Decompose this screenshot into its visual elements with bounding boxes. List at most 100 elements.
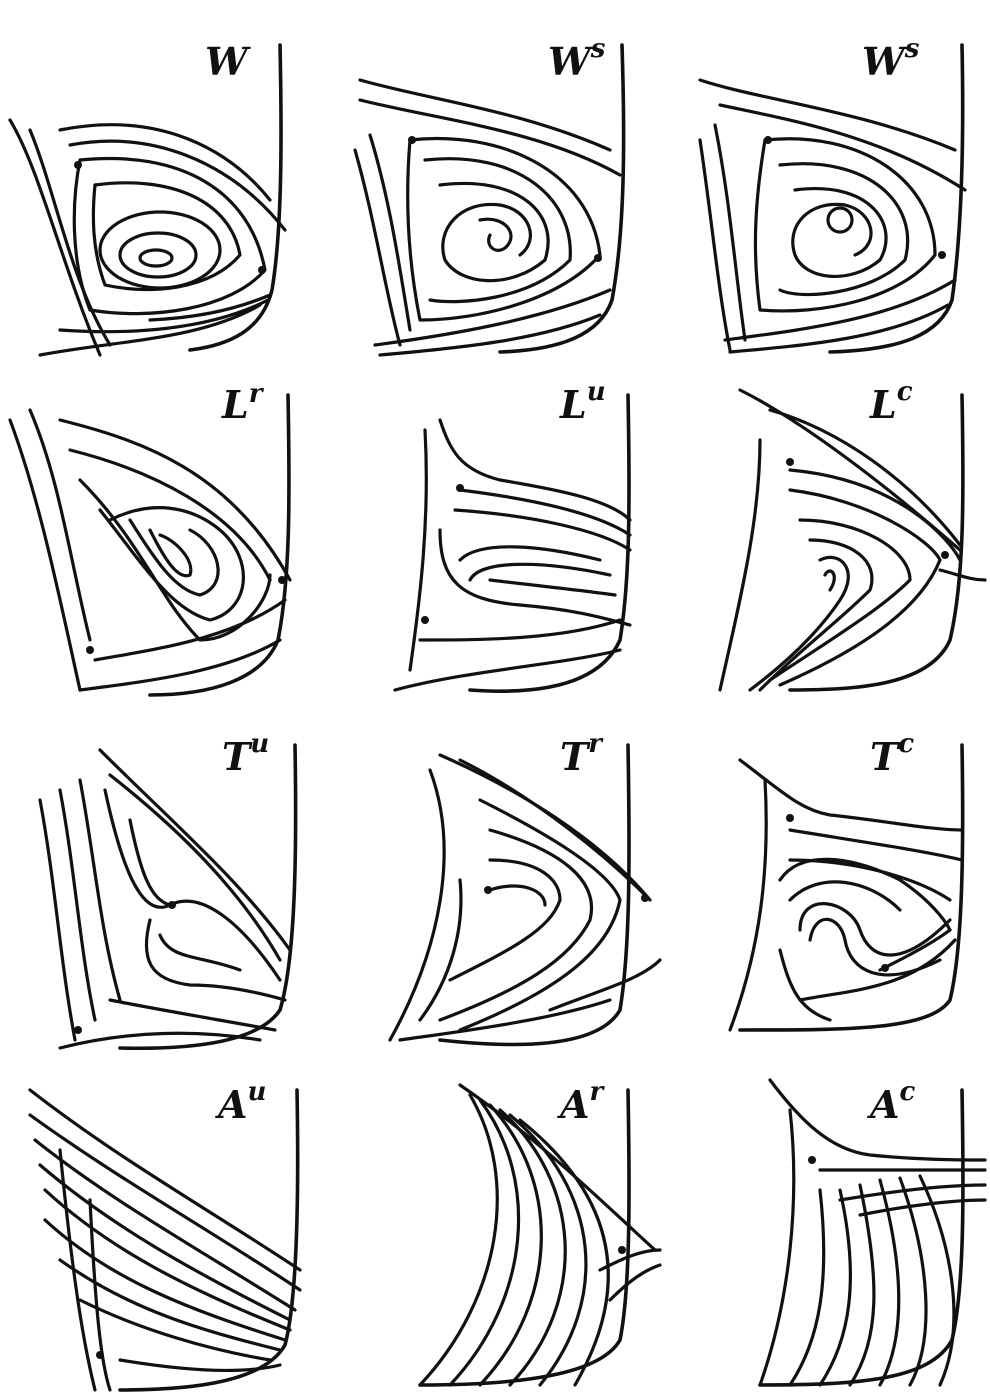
panel-label-ws-b: Ws: [862, 34, 920, 84]
ridge-line: [440, 830, 592, 1020]
panel-ws-a: Ws: [355, 34, 624, 355]
delta-point: [456, 484, 464, 492]
ridge-line: [80, 640, 280, 690]
delta-point: [808, 1156, 816, 1164]
panel-label-tu: Tu: [222, 729, 269, 779]
delta-point: [594, 254, 602, 262]
panel-label-lr: Lr: [221, 379, 265, 427]
panel-label-au: Au: [215, 1077, 266, 1127]
finger-border-line: [470, 395, 629, 691]
delta-point: [408, 136, 416, 144]
ridge-line: [860, 1200, 985, 1215]
ridge-line: [760, 1110, 794, 1385]
ridge-line: [825, 571, 834, 590]
ridge-line: [720, 440, 760, 690]
ridge-line: [800, 940, 955, 1000]
ridge-line: [450, 1100, 519, 1385]
ridge-line: [780, 950, 830, 1020]
panel-label-lu: Lu: [559, 377, 606, 427]
ridge-line: [160, 935, 240, 970]
ridge-line: [380, 315, 600, 355]
ridge-line: [420, 620, 620, 640]
ridge-line: [790, 882, 900, 910]
ridge-line: [700, 80, 955, 150]
delta-point: [641, 894, 649, 902]
ridge-line: [900, 1178, 926, 1385]
delta-point: [618, 1246, 626, 1254]
panel-label-ws-a: Ws: [548, 34, 606, 84]
ridge-line: [790, 1190, 824, 1385]
ridge-line: [440, 755, 650, 900]
delta-point: [941, 551, 949, 559]
finger-border-line: [440, 745, 629, 1045]
panel-ar: Ar: [420, 1077, 660, 1385]
ridge-line: [110, 775, 280, 960]
delta-point: [484, 886, 492, 894]
ridge-line: [450, 860, 560, 980]
ridge-line: [150, 530, 191, 576]
ridge-line: [130, 520, 218, 595]
delta-point: [86, 646, 94, 654]
ridge-line: [790, 830, 962, 860]
panel-label-lc: Lc: [869, 377, 913, 427]
ridge-line: [490, 580, 615, 595]
ridge-line: [355, 150, 400, 345]
ridge-line: [940, 570, 985, 580]
panel-tc: Tc: [730, 729, 963, 1030]
delta-point: [278, 576, 286, 584]
ridge-line: [460, 760, 645, 895]
ridge-line: [800, 904, 950, 955]
ridge-line: [10, 120, 100, 355]
ridge-line: [440, 530, 630, 625]
ridge-line: [455, 510, 630, 550]
delta-point: [881, 964, 889, 972]
ridge-line: [460, 547, 600, 560]
ridge-line: [440, 183, 548, 280]
ridge-line: [130, 820, 170, 905]
panel-tr: Tr: [390, 729, 660, 1045]
finger-border-line: [120, 1090, 298, 1390]
ridge-line: [510, 1115, 586, 1385]
ridge-line: [390, 770, 444, 1040]
delta-point: [74, 1026, 82, 1034]
ridge-line: [140, 250, 172, 266]
ridge-line: [490, 886, 545, 905]
ridge-line: [105, 790, 280, 980]
panel-lr: Lr: [10, 379, 290, 695]
ridge-line: [880, 930, 950, 970]
panel-label-ar: Ar: [557, 1077, 605, 1127]
ridge-line: [470, 564, 610, 580]
ridge-line: [610, 1265, 660, 1300]
ridge-line: [420, 1095, 497, 1385]
panel-tu: Tu: [40, 729, 296, 1048]
ridge-line: [828, 208, 852, 232]
ridge-line: [110, 1000, 275, 1030]
ridge-line: [740, 760, 962, 830]
panel-label-ac: Ac: [867, 1077, 915, 1127]
ridge-line: [30, 1115, 300, 1290]
panel-au: Au: [30, 1077, 300, 1390]
panel-lc: Lc: [720, 377, 985, 690]
finger-border-line: [120, 745, 296, 1048]
ridge-line: [40, 800, 75, 1040]
ridge-line: [460, 800, 620, 1030]
ridge-line: [90, 1200, 110, 1390]
ridge-line: [480, 219, 511, 250]
ridge-line: [730, 305, 948, 352]
finger-border-line: [790, 395, 963, 690]
ridge-line: [730, 780, 766, 1030]
ridge-line: [120, 233, 196, 277]
delta-point: [74, 161, 82, 169]
panel-label-tc: Tc: [870, 729, 914, 779]
ridge-line: [360, 80, 610, 150]
ridge-line: [715, 125, 745, 340]
ridge-line: [820, 1190, 850, 1385]
panel-label-w: W: [205, 39, 251, 84]
ridge-line: [60, 125, 270, 200]
ridge-line: [410, 430, 426, 670]
delta-point: [786, 458, 794, 466]
delta-point: [96, 1351, 104, 1359]
panel-lu: Lu: [395, 377, 630, 691]
ridge-line: [120, 1360, 280, 1370]
